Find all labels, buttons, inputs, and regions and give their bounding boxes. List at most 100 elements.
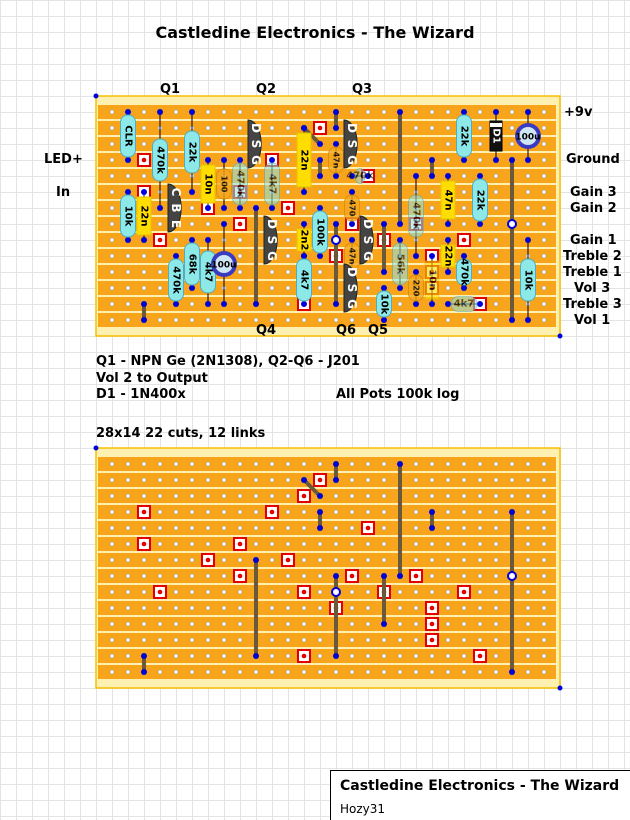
hole — [285, 253, 291, 259]
hole — [141, 589, 147, 595]
hole — [157, 621, 163, 627]
hole — [541, 573, 547, 579]
hole — [365, 285, 371, 291]
track-cut-dot — [365, 525, 371, 531]
hole — [157, 477, 163, 483]
component-label: 22n — [443, 245, 454, 266]
hole — [157, 669, 163, 675]
hole — [125, 285, 131, 291]
hole — [237, 653, 243, 659]
hole — [141, 477, 147, 483]
hole — [253, 509, 259, 515]
hole — [541, 493, 547, 499]
hole — [109, 637, 115, 643]
label-q4: Q4 — [256, 323, 277, 338]
hole — [445, 637, 451, 643]
label-gain1: Gain 1 — [570, 233, 617, 248]
hole — [157, 269, 163, 275]
hole — [157, 461, 163, 467]
solder-node — [397, 573, 403, 579]
resistor: 22k — [472, 178, 488, 222]
track-cut-dot — [157, 589, 163, 595]
solder-node — [349, 237, 355, 243]
hole — [173, 173, 179, 179]
hole — [525, 477, 531, 483]
transistor-q6: DSG — [343, 263, 359, 313]
hole — [349, 637, 355, 643]
hole — [317, 669, 323, 675]
junction-ring — [331, 587, 341, 597]
component-label: 10k — [379, 294, 390, 315]
title-block: Castledine Electronics - The Wizard Hozy… — [330, 770, 630, 820]
solder-node — [253, 653, 259, 659]
resistor: 56k — [392, 242, 408, 286]
hole — [205, 461, 211, 467]
capacitor: 220 — [408, 274, 424, 302]
note-transistors: Q1 - NPN Ge (2N1308), Q2-Q6 - J201 — [96, 354, 360, 369]
hole — [237, 269, 243, 275]
solder-node — [173, 253, 179, 259]
hole — [173, 509, 179, 515]
solder-node — [125, 189, 131, 195]
resistor-body — [120, 194, 136, 238]
component-label: 22n — [139, 205, 150, 226]
hole — [157, 493, 163, 499]
solder-node — [445, 221, 451, 227]
hole — [493, 173, 499, 179]
component-label: 56k — [395, 254, 406, 275]
resistor-body — [520, 258, 536, 302]
hole — [221, 141, 227, 147]
solder-node — [445, 237, 451, 243]
hole — [365, 557, 371, 563]
hole — [301, 573, 307, 579]
hole — [413, 493, 419, 499]
hole — [461, 509, 467, 515]
capacitor-body — [440, 180, 456, 220]
hole — [125, 509, 131, 515]
hole — [365, 317, 371, 323]
component-label: 100 — [220, 176, 229, 193]
hole — [349, 109, 355, 115]
hole — [541, 589, 547, 595]
solder-node — [381, 269, 387, 275]
component-label: 4k7 — [454, 299, 475, 310]
pin-label: S — [265, 236, 279, 245]
hole — [189, 605, 195, 611]
hole — [205, 589, 211, 595]
hole — [477, 621, 483, 627]
component-label: 22k — [459, 126, 470, 147]
track-cut-dot — [141, 541, 147, 547]
solder-node — [509, 669, 515, 675]
hole — [493, 493, 499, 499]
hole — [173, 637, 179, 643]
hole — [349, 477, 355, 483]
solder-node — [333, 221, 339, 227]
hole — [429, 653, 435, 659]
solder-node — [333, 477, 339, 483]
pin-label: G — [249, 155, 263, 165]
hole — [269, 109, 275, 115]
solder-node — [317, 493, 323, 499]
resistor: 4k7 — [296, 258, 312, 302]
hole — [269, 317, 275, 323]
hole — [493, 637, 499, 643]
hole — [317, 573, 323, 579]
hole — [445, 669, 451, 675]
hole — [541, 669, 547, 675]
solder-node — [429, 157, 435, 163]
hole — [525, 189, 531, 195]
note-pots: All Pots 100k log — [336, 387, 460, 402]
solder-node — [189, 189, 195, 195]
hole — [189, 621, 195, 627]
solder-node — [253, 301, 259, 307]
hole — [541, 253, 547, 259]
label-treble3: Treble 3 — [563, 297, 622, 312]
hole — [365, 509, 371, 515]
copper-strip — [98, 265, 556, 279]
hole — [269, 589, 275, 595]
hole — [221, 669, 227, 675]
hole — [445, 125, 451, 131]
hole — [125, 461, 131, 467]
hole — [333, 557, 339, 563]
hole — [237, 109, 243, 115]
